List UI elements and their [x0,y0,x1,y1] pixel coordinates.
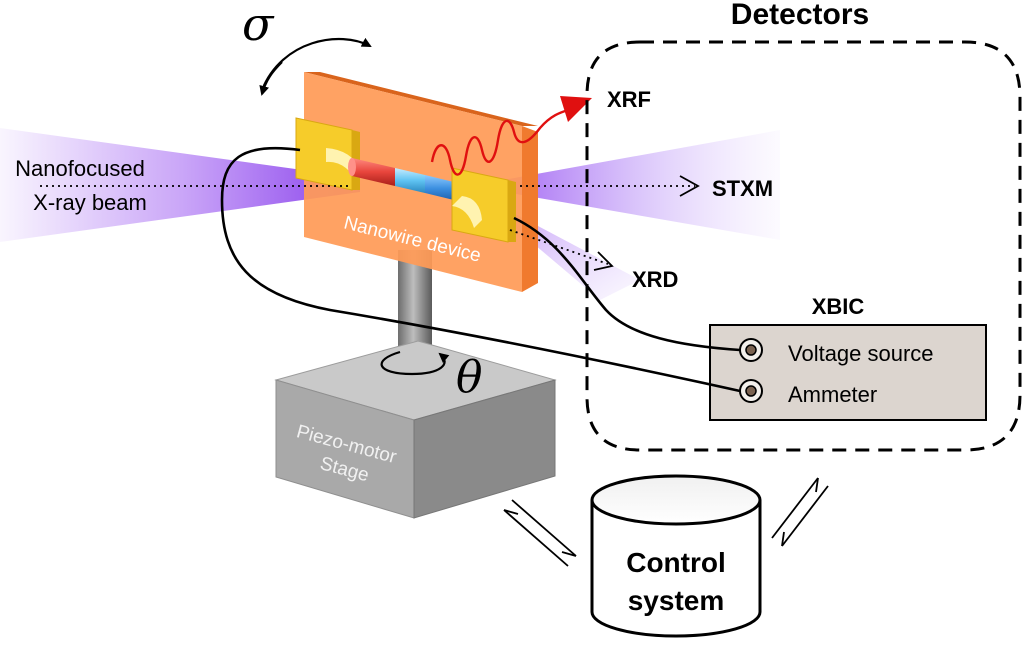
wire-right-contact [513,216,741,352]
theta-symbol: θ [456,352,483,403]
stxm-arrowhead [679,175,700,197]
right-contact [451,167,516,243]
xrd-label: XRD [632,267,678,292]
bidirectional-harpoon-icon [503,499,577,567]
voltage-source-label: Voltage source [788,341,934,366]
bidirectional-harpoon-icon [771,477,829,547]
incoming-xray-beam [0,128,360,242]
terminal-connector-icon [739,338,763,362]
beam-label-line2: X-ray beam [33,190,147,215]
control-label-line1: Control [626,547,726,578]
beam-label-line1: Nanofocused [15,156,145,181]
wire-left-contact [220,146,741,393]
transmitted-beam [470,130,780,240]
sigma-symbol: σ [242,0,275,51]
xrf-arrowhead [560,96,592,122]
stxm-label: STXM [712,176,773,201]
circular-arrow-icon [380,350,450,376]
piezo-motor-stage [274,340,557,519]
detectors-title: Detectors [731,0,869,31]
curved-double-arrow-tail [259,61,283,96]
control-system [590,474,762,638]
xbic-label: XBIC [812,294,865,319]
control-label-line2: system [628,585,725,616]
terminal-connector-icon [739,379,763,403]
xrf-label: XRF [607,87,651,112]
xrf-wave [430,106,575,176]
ammeter-label: Ammeter [788,382,877,407]
xrd-arrowhead [593,251,614,271]
